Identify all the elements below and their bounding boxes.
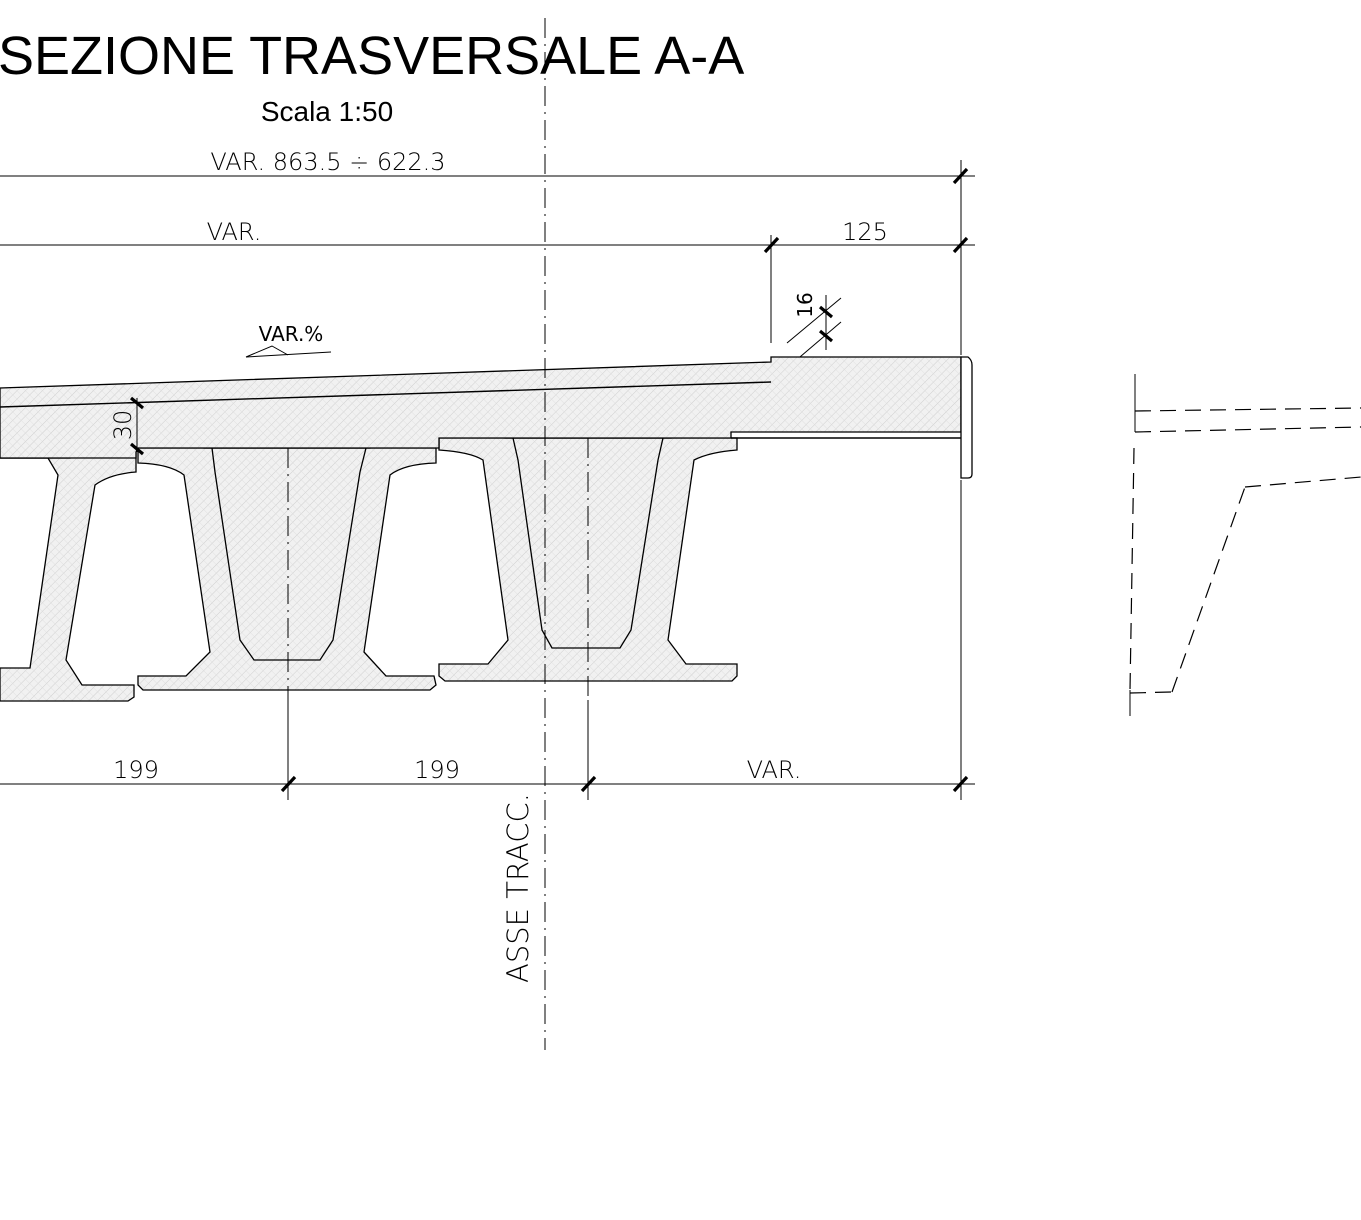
overall-width-label: VAR. 863.5 ÷ 622.3 <box>210 148 445 176</box>
side-detail-outline <box>1129 374 1361 716</box>
slope-label: VAR.% <box>259 322 324 346</box>
beam-spacing-dimension: 199 199 VAR. <box>0 756 975 793</box>
curb-height-dimension: 16 <box>786 292 842 369</box>
cantilever-label: 125 <box>842 218 888 246</box>
beam-1-section <box>0 451 137 702</box>
scale-label: Scala 1:50 <box>261 96 393 127</box>
right-offset-label: VAR. <box>747 756 802 784</box>
drawing-title: SEZIONE TRASVERSALE A-A <box>0 26 744 86</box>
deck-width-dimension: VAR. 125 <box>0 218 975 343</box>
deck-width-label: VAR. <box>207 218 262 246</box>
slab-thickness-dimension: 30 <box>109 396 145 456</box>
track-axis-label: ASSE TRACC. <box>501 793 535 983</box>
beam-2-section <box>137 447 437 691</box>
deck-slab <box>0 356 962 459</box>
beam-spacing-2-label: 199 <box>414 756 460 784</box>
beam-spacing-1-label: 199 <box>113 756 159 784</box>
slab-thickness-label: 30 <box>109 410 137 441</box>
curb-height-label: 16 <box>793 292 817 317</box>
slab-surface-line <box>0 381 772 408</box>
edge-curb <box>960 356 973 479</box>
overall-width-dimension: VAR. 863.5 ÷ 622.3 <box>0 148 975 185</box>
slope-annotation: VAR.% <box>245 322 332 358</box>
